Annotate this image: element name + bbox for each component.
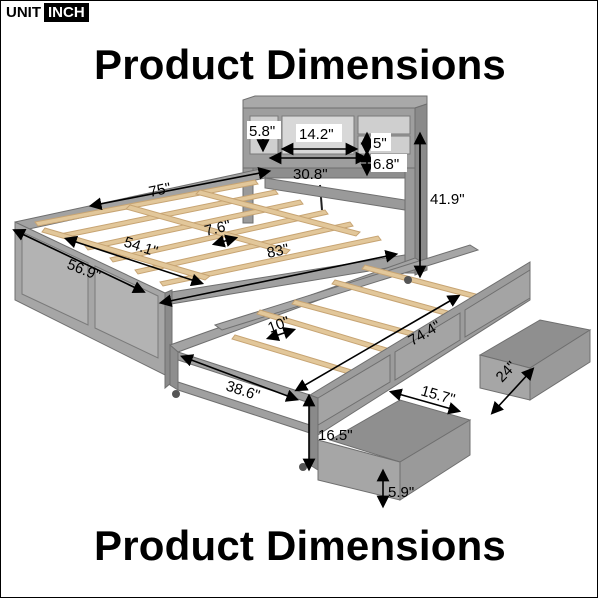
dim-cubby-height: 5": [373, 135, 387, 152]
dim-cubby-height-lower: 6.8": [373, 156, 399, 173]
unit-badge: UNIT INCH: [0, 0, 95, 24]
dim-shelf-height: 5.8": [249, 123, 275, 140]
dim-shelf-width: 14.2": [299, 126, 334, 143]
dim-headboard-height: 41.9": [430, 191, 465, 208]
dim-drawer-height: 5.9": [388, 484, 414, 501]
dim-trundle-height: 16.5": [318, 427, 353, 444]
dim-headboard-width: 30.8": [293, 166, 328, 183]
dim-trundle-slat-gap: 10": [266, 313, 293, 337]
unit-label: UNIT: [6, 3, 41, 21]
dim-overall-length: 83": [265, 241, 290, 262]
page-title-top: Product Dimensions: [94, 41, 506, 88]
page-title-bottom: Product Dimensions: [94, 522, 506, 569]
inch-label: INCH: [44, 2, 89, 22]
main-bed-frame: [14, 167, 406, 390]
dim-bed-length-diag: 75": [147, 180, 172, 201]
dim-slat-gap: 7.6": [203, 217, 233, 240]
